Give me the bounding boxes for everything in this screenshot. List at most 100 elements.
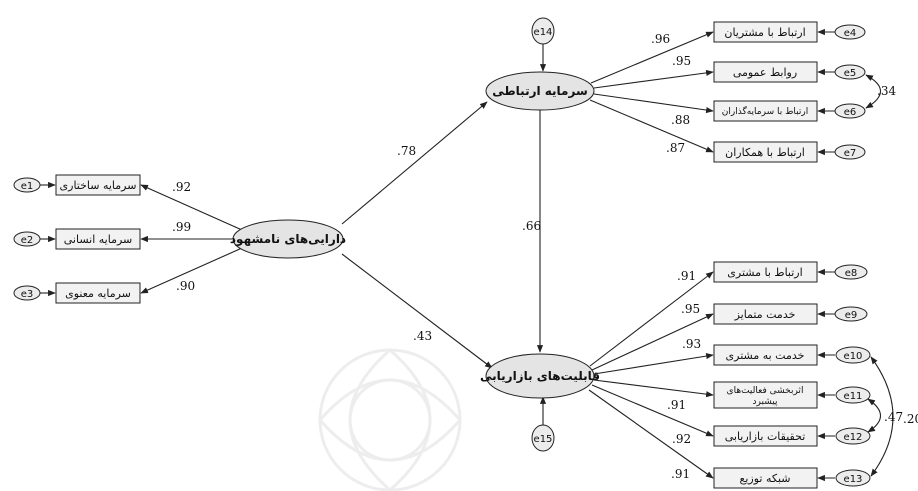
latent-intangible-label: دارایی‌های نامشهود (230, 232, 346, 247)
indicator-promotion-label-line2: پیشبرد (753, 397, 778, 407)
error-e3: e3 (13, 285, 41, 301)
coef-human: .99 (172, 220, 191, 234)
coef-customer-link: .91 (677, 269, 696, 283)
error-e5: e5 (834, 64, 866, 80)
error-e15: e15 (531, 424, 555, 452)
indicator-human: سرمایه انسانی (55, 228, 141, 250)
error-e14: e14 (531, 17, 555, 45)
error-e12: e12 (835, 427, 871, 445)
error-e7-label: e7 (844, 148, 857, 159)
error-e12-label: e12 (844, 432, 863, 443)
cov-e10-e13 (870, 356, 894, 477)
path-intangible-spiritual (140, 247, 243, 294)
error-e1-label: e1 (21, 181, 34, 192)
indicator-customer-relation-label: ارتباط با مشتریان (724, 26, 805, 39)
coef-distinct-service: .95 (681, 302, 700, 316)
coef-customer-service: .93 (682, 337, 701, 351)
path-comm-investor-relation (593, 93, 714, 114)
error-e8: e8 (834, 264, 868, 280)
error-e10-label: e10 (844, 351, 863, 362)
error-e2-label: e2 (21, 235, 34, 246)
error-e8-label: e8 (845, 268, 858, 279)
indicator-customer-link-label: ارتباط با مشتری (727, 266, 802, 279)
latent-intangible: دارایی‌های نامشهود (230, 219, 346, 259)
cov-e5-e6-label: .34 (877, 84, 896, 98)
coef-spiritual: .90 (176, 279, 195, 293)
error-e11: e11 (835, 386, 871, 404)
indicator-spiritual-label: سرمایه معنوی (65, 287, 131, 300)
indicator-customer-service: خدمت به مشتری (713, 344, 818, 366)
coef-customer-relation: .96 (651, 32, 670, 46)
error-e15-label: e15 (534, 434, 553, 445)
error-e13-label: e13 (844, 474, 863, 485)
indicator-colleague-relation: ارتباط با همکاران (713, 141, 818, 163)
coef-communication-marketing: .66 (522, 219, 541, 233)
indicator-research: تحقیقات بازاریابی (713, 425, 818, 447)
coef-structural: .92 (172, 180, 191, 194)
path-mkt-distribution (588, 389, 714, 479)
path-comm-public-relations (593, 69, 714, 89)
coef-intangible-marketing: .43 (413, 329, 432, 343)
latent-communication: سرمایه ارتباطی (485, 71, 595, 111)
coef-distribution-b: .91 (671, 467, 690, 481)
path-comm-colleague-relation (589, 99, 714, 153)
error-e1: e1 (13, 177, 41, 193)
latent-marketing: قابلیت‌های بازاریابی (480, 353, 600, 399)
edges (39, 28, 894, 482)
error-e14-label: e14 (534, 27, 553, 38)
indicator-structural: سرمایه ساختاری (55, 174, 141, 196)
indicator-investor-relation-label: ارتباط با سرمایه‌گذاران (722, 105, 808, 117)
indicator-distinct-service: خدمت متمایز (713, 303, 818, 325)
latent-marketing-label: قابلیت‌های بازاریابی (480, 369, 600, 383)
indicator-customer-relation: ارتباط با مشتریان (713, 21, 818, 43)
indicator-distinct-service-label: خدمت متمایز (734, 308, 796, 321)
indicator-colleague-relation-label: ارتباط با همکاران (725, 146, 805, 159)
cov-e11-e12-label: .47 (884, 410, 903, 424)
error-e6: e6 (834, 103, 866, 119)
error-e4: e4 (834, 24, 866, 40)
path-intangible-marketing (341, 253, 493, 369)
cov-e5-e6 (865, 74, 882, 109)
indicator-public-relations: روابط عمومی (713, 61, 818, 83)
error-e11-label: e11 (844, 391, 863, 402)
path-mkt-customer-link (589, 271, 714, 367)
coefficients: .92 .99 .90 .78 .43 .66 .96 .95 .88 .87 … (172, 32, 918, 481)
error-e4-label: e4 (844, 28, 857, 39)
error-e9-label: e9 (845, 310, 858, 321)
path-mkt-distinct-service (591, 313, 714, 371)
coef-investor-relation: .88 (671, 113, 690, 127)
indicator-public-relations-label: روابط عمومی (733, 66, 797, 79)
error-e13: e13 (835, 469, 871, 487)
coef-colleague-relation: .87 (666, 141, 685, 155)
watermark-logo (318, 348, 462, 491)
cov-e11-e12 (867, 398, 882, 433)
indicator-investor-relation: ارتباط با سرمایه‌گذاران (713, 100, 818, 122)
latent-communication-label: سرمایه ارتباطی (492, 84, 588, 98)
error-e2: e2 (13, 231, 41, 247)
path-comm-customer-relation (590, 31, 714, 84)
path-mkt-research (591, 384, 714, 437)
error-e3-label: e3 (21, 289, 34, 300)
indicator-spiritual: سرمایه معنوی (55, 282, 141, 304)
indicator-research-label: تحقیقات بازاریابی (725, 430, 806, 443)
path-mkt-promotion (593, 379, 714, 398)
cov-e10-e13-label: .20 (903, 412, 918, 426)
indicator-customer-link: ارتباط با مشتری (713, 261, 818, 283)
error-e5-label: e5 (844, 68, 857, 79)
error-e6-label: e6 (844, 107, 857, 118)
coef-research: .91 (667, 398, 686, 412)
indicator-structural-label: سرمایه ساختاری (60, 179, 137, 192)
coef-intangible-communication: .78 (397, 144, 416, 158)
error-e9: e9 (834, 306, 868, 322)
path-mkt-customer-service (593, 353, 714, 375)
coef-distribution-a: .92 (672, 432, 691, 446)
path-intangible-structural (140, 184, 243, 231)
indicator-distribution: شبکه توزیع (713, 467, 818, 489)
indicator-human-label: سرمایه انسانی (64, 233, 133, 246)
indicator-promotion-label-line1: اثربخشی فعالیت‌های (727, 386, 804, 396)
error-e10: e10 (835, 346, 871, 364)
path-intangible-communication (341, 101, 488, 225)
indicator-customer-service-label: خدمت به مشتری (726, 349, 805, 362)
